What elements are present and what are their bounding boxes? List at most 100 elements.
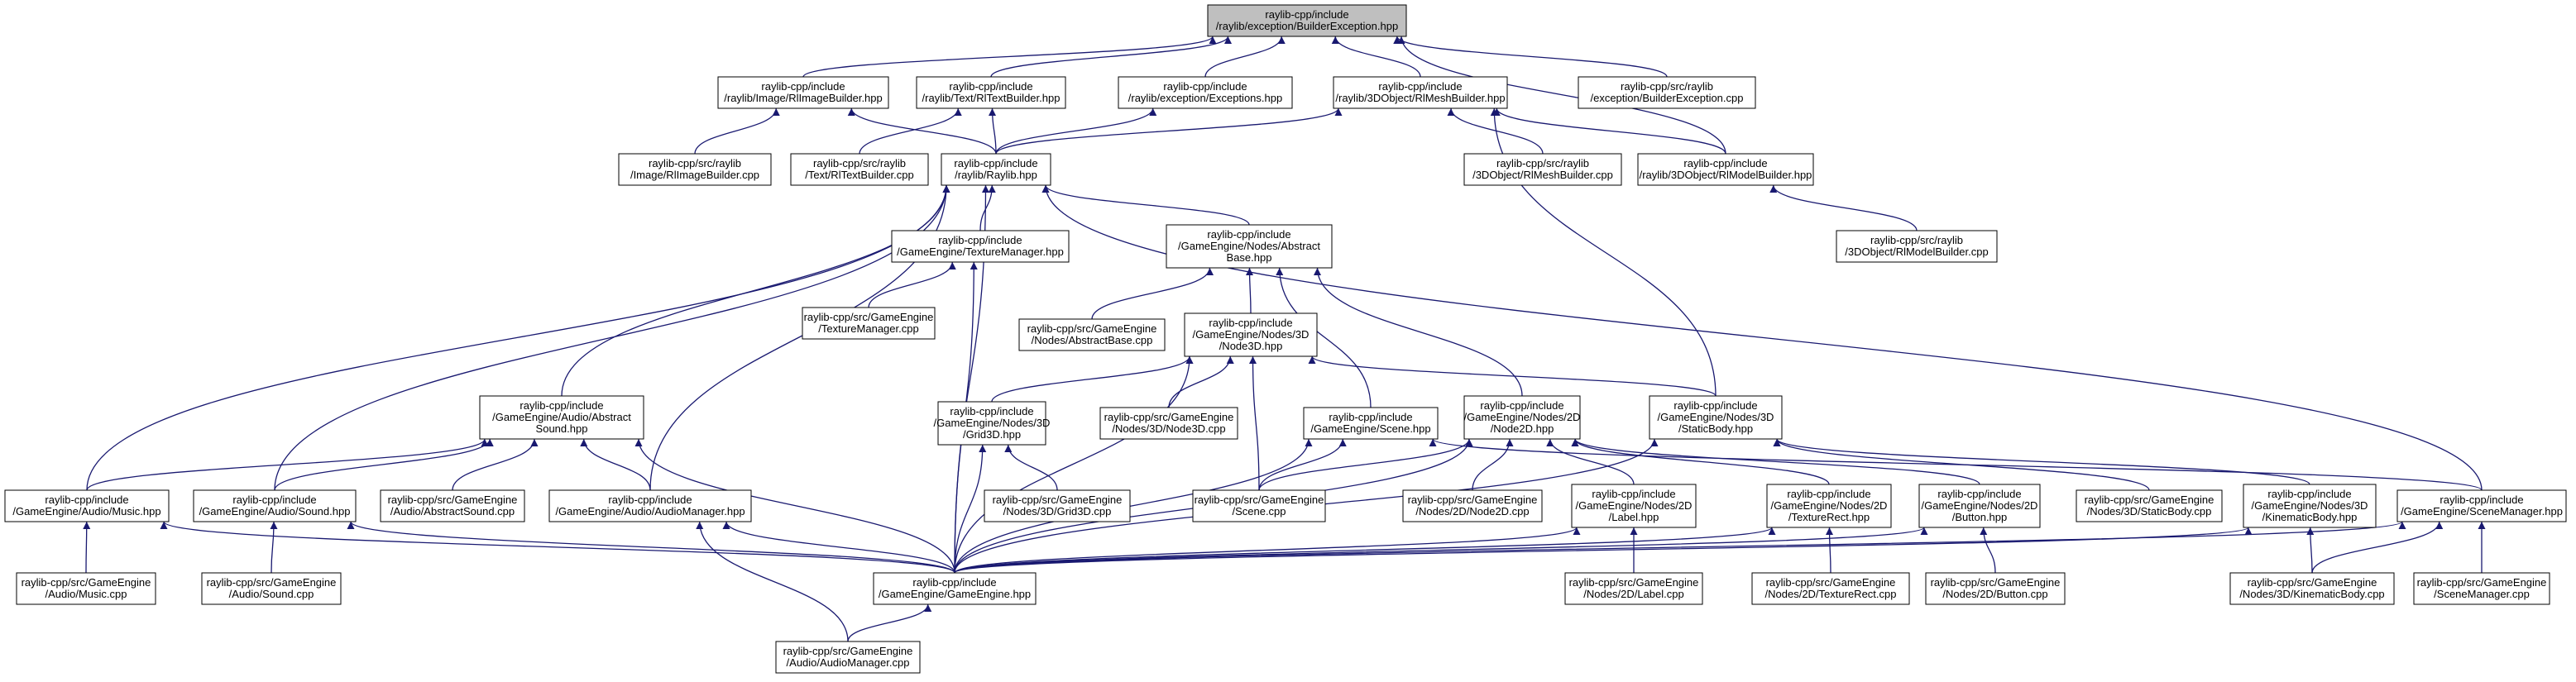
node-music-hpp[interactable]: raylib-cpp/include/GameEngine/Audio/Musi…: [4, 489, 170, 522]
node-sound-hpp[interactable]: raylib-cpp/include/GameEngine/Audio/Soun…: [193, 489, 357, 522]
node-gameengine-hpp[interactable]: raylib-cpp/include/GameEngine/GameEngine…: [873, 572, 1037, 605]
node-button-cpp[interactable]: raylib-cpp/src/GameEngine/Nodes/2D/Butto…: [1925, 572, 2066, 605]
node-rltextbuilder-cpp[interactable]: raylib-cpp/src/raylib/Text/RlTextBuilder…: [790, 153, 929, 186]
node-texturerect-cpp[interactable]: raylib-cpp/src/GameEngine/Nodes/2D/Textu…: [1751, 572, 1910, 605]
node-audiomanager-hpp[interactable]: raylib-cpp/include/GameEngine/Audio/Audi…: [548, 489, 752, 522]
node-grid3d-hpp[interactable]: raylib-cpp/include/GameEngine/Nodes/3D/G…: [934, 401, 1051, 446]
node-label-line: raylib-cpp/src/GameEngine: [993, 494, 1123, 506]
node-box: [1649, 395, 1783, 440]
node-label-line: raylib-cpp/include: [1480, 399, 1563, 412]
node-label-line: /Nodes/2D/Node2D.cpp: [1415, 505, 1529, 517]
edge-gameengine-hpp-to-sound-hpp: [347, 521, 955, 574]
node-audiomanager-cpp[interactable]: raylib-cpp/src/GameEngine/Audio/AudioMan…: [775, 641, 921, 674]
node-node2d-hpp[interactable]: raylib-cpp/include/GameEngine/Nodes/2D/N…: [1463, 395, 1581, 440]
node-rlmeshbuilder-cpp[interactable]: raylib-cpp/src/raylib/3DObject/RlMeshBui…: [1463, 153, 1622, 186]
node-grid3d-cpp[interactable]: raylib-cpp/src/GameEngine/Nodes/3D/Grid3…: [984, 489, 1131, 522]
node-texturemanager-cpp[interactable]: raylib-cpp/src/GameEngine/TextureManager…: [802, 307, 936, 340]
node-raylib-hpp[interactable]: raylib-cpp/include/raylib/Raylib.hpp: [941, 153, 1051, 186]
node-label-line: raylib-cpp/src/GameEngine: [783, 645, 913, 657]
node-box: [1637, 153, 1814, 186]
node-box: [380, 489, 525, 522]
node-box: [891, 230, 1070, 263]
node-label-line: raylib-cpp/src/GameEngine: [1195, 494, 1324, 506]
edge-kinematicbody-cpp-to-kinematicbody-hpp: [2306, 527, 2315, 574]
node-scenemanager-cpp[interactable]: raylib-cpp/src/GameEngine/SceneManager.c…: [2413, 572, 2550, 605]
node-label-line: /Nodes/2D/Button.cpp: [1942, 588, 2047, 600]
node-scene-hpp[interactable]: raylib-cpp/include/GameEngine/Scene.hpp: [1303, 407, 1439, 440]
node-kinematicbody-cpp[interactable]: raylib-cpp/src/GameEngine/Nodes/3D/Kinem…: [2229, 572, 2395, 605]
node-label-cpp[interactable]: raylib-cpp/src/GameEngine/Nodes/2D/Label…: [1564, 572, 1703, 605]
node-box: [1333, 76, 1508, 109]
node-label-line: raylib-cpp/src/GameEngine: [804, 311, 934, 323]
node-label-line: Sound.hpp: [536, 422, 588, 435]
edge-node3d-hpp-to-abstractbase-hpp: [1245, 267, 1254, 314]
node-label-line: /Nodes/3D/Grid3D.cpp: [1003, 505, 1112, 517]
node-abstractsound-hpp[interactable]: raylib-cpp/include/GameEngine/Audio/Abst…: [479, 395, 644, 440]
node-staticbody-cpp[interactable]: raylib-cpp/src/GameEngine/Nodes/3D/Stati…: [2076, 489, 2223, 522]
node-label-line: raylib-cpp/include: [1592, 488, 1675, 500]
node-label-line: raylib-cpp/src/GameEngine: [1931, 576, 2061, 589]
node-box: [1463, 153, 1622, 186]
node-label-line: /KinematicBody.hpp: [2262, 511, 2358, 523]
node-label-hpp[interactable]: raylib-cpp/include/GameEngine/Nodes/2D/L…: [1571, 484, 1697, 528]
node-texturerect-hpp[interactable]: raylib-cpp/include/GameEngine/Nodes/2D/T…: [1766, 484, 1892, 528]
node-rlimagebuilder-hpp[interactable]: raylib-cpp/include/raylib/Image/RlImageB…: [717, 76, 889, 109]
node-node3d-cpp[interactable]: raylib-cpp/src/GameEngine/Nodes/3D/Node3…: [1099, 407, 1238, 440]
node-node2d-cpp[interactable]: raylib-cpp/src/GameEngine/Nodes/2D/Node2…: [1402, 489, 1543, 522]
edge-gameengine-hpp-to-texturerect-hpp: [954, 527, 1776, 574]
node-label-line: /raylib/Image/RlImageBuilder.hpp: [724, 92, 883, 104]
node-kinematicbody-hpp[interactable]: raylib-cpp/include/GameEngine/Nodes/3D/K…: [2243, 484, 2377, 528]
node-sound-cpp[interactable]: raylib-cpp/src/GameEngine/Audio/Sound.cp…: [201, 572, 342, 605]
node-button-hpp[interactable]: raylib-cpp/include/GameEngine/Nodes/2D/B…: [1918, 484, 2041, 528]
node-label-line: /GameEngine/Nodes/3D: [1658, 411, 1774, 423]
node-abstractsound-cpp[interactable]: raylib-cpp/src/GameEngine/Audio/Abstract…: [380, 489, 525, 522]
node-label-line: /GameEngine/Nodes/2D: [1576, 499, 1693, 512]
node-rlmodelbuilder-hpp[interactable]: raylib-cpp/include/raylib/3DObject/RlMod…: [1637, 153, 1814, 186]
node-box: [2076, 489, 2223, 522]
node-label-line: /GameEngine/Nodes/3D: [2252, 499, 2368, 512]
node-label-line: raylib-cpp/include: [949, 80, 1032, 93]
node-box: [16, 572, 156, 605]
node-box: [1192, 489, 1326, 522]
node-builder-exception-cpp[interactable]: raylib-cpp/src/raylib/exception/BuilderE…: [1578, 76, 1756, 109]
node-label-line: /GameEngine/Nodes/3D: [934, 417, 1051, 429]
node-label-line: raylib-cpp/include: [520, 399, 603, 412]
node-rltextbuilder-hpp[interactable]: raylib-cpp/include/raylib/Text/RlTextBui…: [916, 76, 1066, 109]
node-abstractbase-hpp[interactable]: raylib-cpp/include/GameEngine/Nodes/Abst…: [1166, 224, 1333, 269]
edge-gameengine-hpp-to-kinematicbody-hpp: [954, 527, 2253, 574]
node-label-line: raylib-cpp/src/GameEngine: [1027, 322, 1157, 335]
edge-texturemanager-hpp-to-raylib-hpp: [979, 184, 996, 231]
edge-raylib-hpp-to-rlmeshbuilder-hpp: [995, 107, 1343, 155]
node-label-line: /Node3D.hpp: [1219, 340, 1283, 352]
edge-rlimagebuilder-hpp-to-builder-exception-hpp: [802, 36, 1217, 78]
node-rlmodelbuilder-cpp[interactable]: raylib-cpp/src/raylib/3DObject/RlModelBu…: [1836, 230, 1998, 263]
node-staticbody-hpp[interactable]: raylib-cpp/include/GameEngine/Nodes/3D/S…: [1649, 395, 1783, 440]
edge-texturemanager-cpp-to-texturemanager-hpp: [868, 261, 956, 308]
edge-rlmeshbuilder-cpp-to-rlmeshbuilder-hpp: [1447, 107, 1544, 155]
node-box: [941, 153, 1051, 186]
node-exceptions-hpp[interactable]: raylib-cpp/include/raylib/exception/Exce…: [1118, 76, 1293, 109]
edge-grid3d-cpp-to-grid3d-hpp: [1004, 444, 1058, 491]
node-box: [1564, 572, 1703, 605]
node-label-line: raylib-cpp/include: [45, 494, 128, 506]
node-label-line: /GameEngine/Nodes/Abstract: [1178, 240, 1320, 252]
node-label-line: raylib-cpp/include: [950, 405, 1033, 417]
edge-gameengine-hpp-to-audiomanager-hpp: [722, 521, 955, 574]
node-box: [1018, 318, 1166, 351]
edge-rltextbuilder-hpp-to-builder-exception-hpp: [990, 36, 1232, 78]
node-music-cpp[interactable]: raylib-cpp/src/GameEngine/Audio/Music.cp…: [16, 572, 156, 605]
node-label-line: /Button.hpp: [1952, 511, 2008, 523]
node-abstractbase-cpp[interactable]: raylib-cpp/src/GameEngine/Nodes/Abstract…: [1018, 318, 1166, 351]
node-label-line: /Image/RlImageBuilder.cpp: [630, 169, 759, 181]
node-label-line: raylib-cpp/include: [608, 494, 692, 506]
node-texturemanager-hpp[interactable]: raylib-cpp/include/GameEngine/TextureMan…: [891, 230, 1070, 263]
node-rlmeshbuilder-hpp[interactable]: raylib-cpp/include/raylib/3DObject/RlMes…: [1333, 76, 1508, 109]
node-builder-exception-hpp[interactable]: raylib-cpp/include/raylib/exception/Buil…: [1207, 4, 1407, 37]
node-label-line: raylib-cpp/src/GameEngine: [207, 576, 337, 589]
node-scene-cpp[interactable]: raylib-cpp/src/GameEngine/Scene.cpp: [1192, 489, 1326, 522]
node-rlimagebuilder-cpp[interactable]: raylib-cpp/src/raylib/Image/RlImageBuild…: [618, 153, 772, 186]
node-label-line: raylib-cpp/src/GameEngine: [2085, 494, 2214, 506]
node-node3d-hpp[interactable]: raylib-cpp/include/GameEngine/Nodes/3D/N…: [1184, 312, 1318, 357]
node-scenemanager-hpp[interactable]: raylib-cpp/include/GameEngine/SceneManag…: [2396, 489, 2567, 522]
node-label-line: raylib-cpp/src/GameEngine: [1766, 576, 1896, 589]
